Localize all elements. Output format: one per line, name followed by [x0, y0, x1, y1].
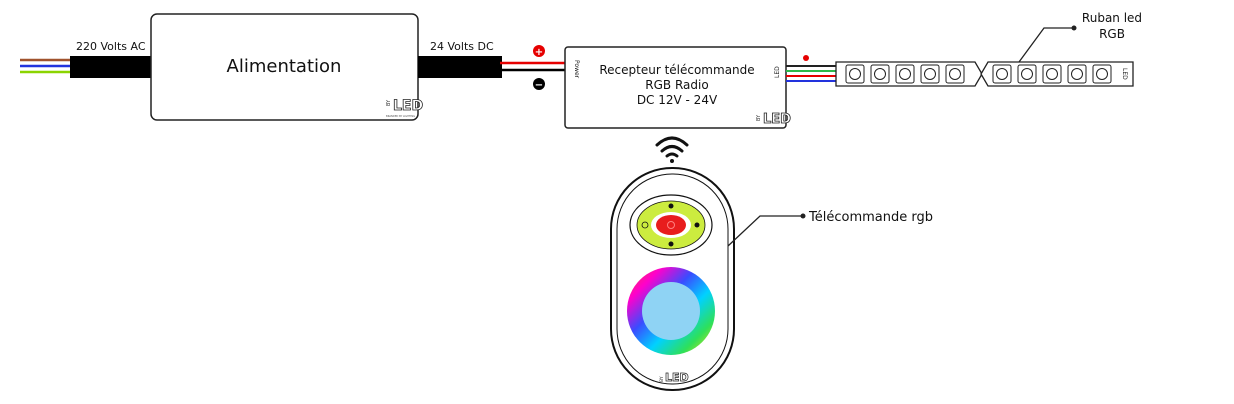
output-voltage-label: 24 Volts DC: [430, 40, 494, 53]
power-supply: Alimentation BY LED BRANDED BY LIGHTING: [150, 13, 424, 121]
rgb-receiver: Power LED Recepteur télécommande RGB Rad…: [564, 46, 792, 129]
negative-sign: −: [535, 80, 543, 91]
color-wheel-center[interactable]: [642, 282, 700, 340]
brightness-up-icon: [668, 203, 674, 209]
logo-prefix: BY: [756, 114, 762, 121]
power-icon: [667, 221, 675, 229]
remote-brand-logo: BY LED: [659, 371, 689, 385]
color-wheel[interactable]: [627, 267, 715, 355]
logo-text: LED: [393, 98, 423, 114]
input-cable: [70, 56, 152, 78]
led-port-label: LED: [774, 66, 781, 78]
strip-label-line2: RGB: [1099, 27, 1125, 41]
remote-power-button[interactable]: [656, 215, 686, 235]
remote-callout: Télécommande rgb: [727, 210, 933, 247]
led-chips: [845, 64, 1112, 84]
led-strip: LED: [835, 61, 1134, 87]
remote-button-cluster[interactable]: [629, 194, 713, 256]
strip-callout: Ruban led RGB: [1018, 11, 1142, 63]
strip-label-line1: Ruban led: [1082, 11, 1142, 25]
led-wires: [786, 65, 836, 82]
strip-end-label: LED: [1121, 68, 1128, 80]
positive-sign: +: [535, 47, 543, 58]
power-port-label: Power: [573, 60, 580, 79]
brightness-down-icon: [668, 241, 674, 247]
logo-prefix: BY: [659, 376, 665, 382]
receiver-title-line2: RGB Radio: [645, 78, 708, 92]
led-connector-marker: [803, 55, 809, 61]
remote-label: Télécommande rgb: [808, 210, 933, 225]
negative-marker: −: [533, 78, 545, 91]
positive-marker: +: [533, 45, 545, 58]
brand-logo: BY LED BRANDED BY LIGHTING: [386, 98, 424, 118]
rgb-remote: BY LED: [610, 167, 735, 391]
output-cable: [418, 56, 502, 78]
receiver-title-line3: DC 12V - 24V: [637, 93, 718, 107]
wifi-icon: [655, 136, 689, 163]
logo-prefix: BY: [386, 99, 392, 106]
receiver-title-line1: Recepteur télécommande: [599, 63, 754, 77]
logo-tagline: BRANDED BY LIGHTING: [386, 114, 415, 118]
power-supply-label: Alimentation: [227, 56, 342, 77]
input-wires: [20, 58, 75, 74]
input-voltage-label: 220 Volts AC: [76, 40, 146, 53]
mode-icon: [641, 221, 649, 229]
receiver-brand-logo: BY LED: [756, 112, 792, 128]
logo-text: LED: [763, 112, 791, 127]
speed-icon: [694, 222, 700, 228]
logo-text: LED: [665, 371, 689, 384]
